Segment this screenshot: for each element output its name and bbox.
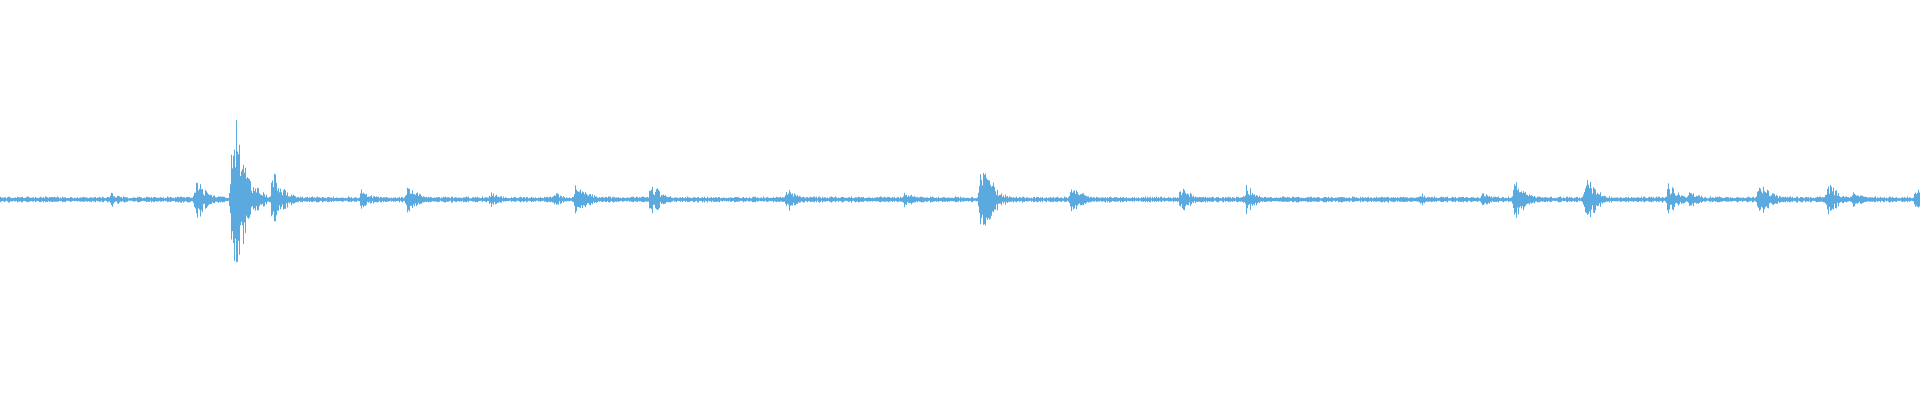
waveform-signal — [0, 120, 1920, 263]
waveform-bars — [0, 120, 1920, 263]
